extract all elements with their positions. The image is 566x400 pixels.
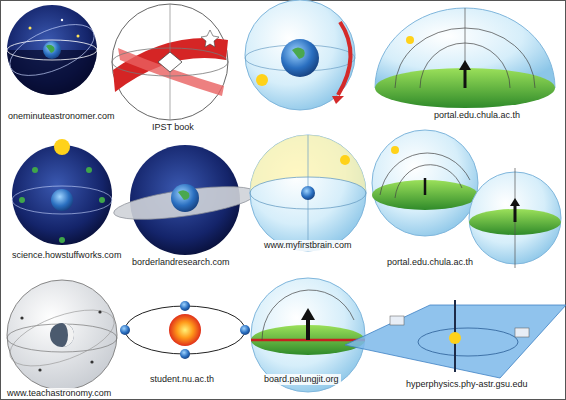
source-caption: borderlandresearch.com [130,257,232,268]
source-caption: www.myfirstbrain.com [262,240,354,251]
source-caption: portal.edu.chula.ac.th [385,257,475,268]
source-caption: portal.edu.chula.ac.th [432,110,522,121]
source-caption: board.palungjit.org [262,374,341,385]
source-caption: www.teachastronomy.com [5,388,113,399]
source-caption: IPST book [150,122,196,133]
source-caption: science.howstuffworks.com [10,250,123,261]
source-caption: oneminuteastronomer.com [6,111,117,122]
source-caption: hyperphysics.phy-astr.gsu.edu [404,379,530,390]
source-caption: student.nu.ac.th [148,374,216,385]
